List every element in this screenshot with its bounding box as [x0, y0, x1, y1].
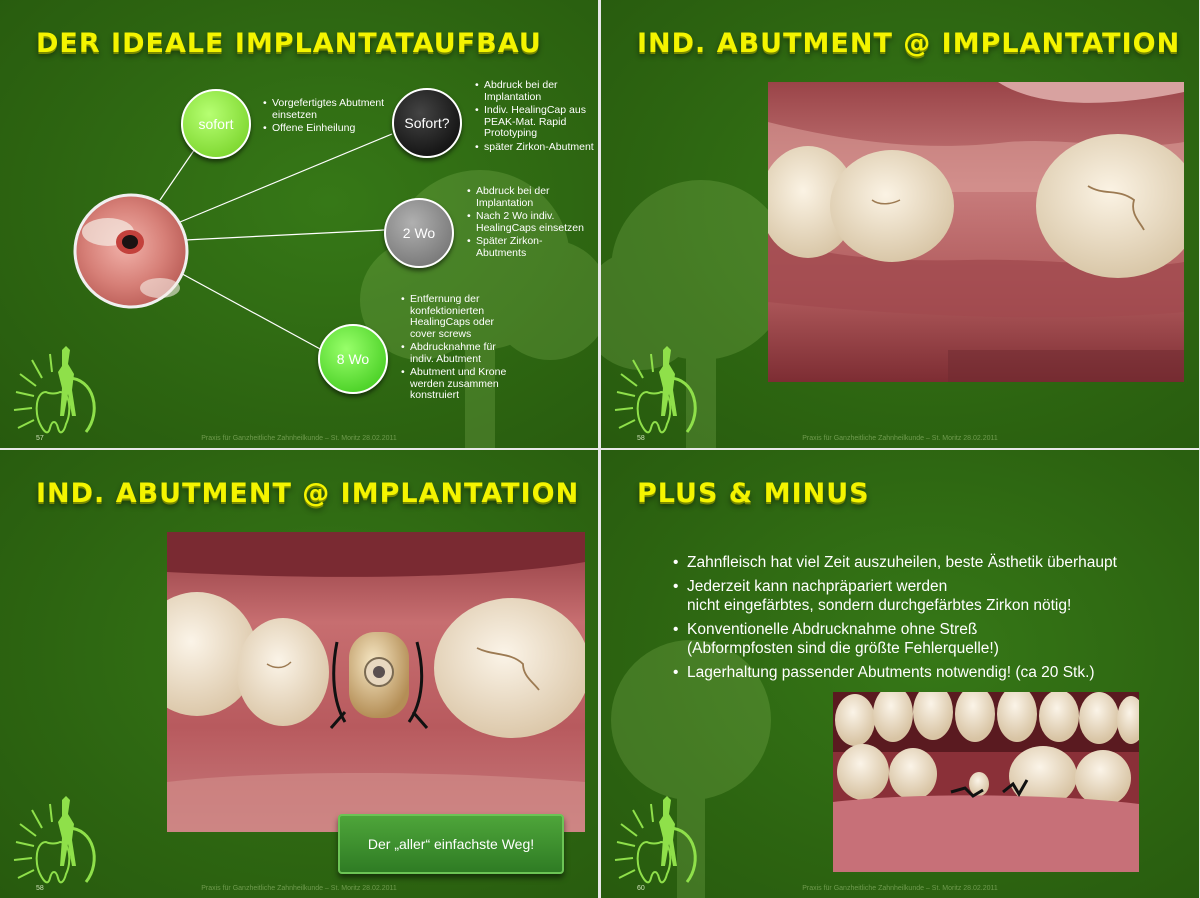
slide-58-b[interactable]: IND. ABUTMENT @ IMPLANTATION Der „aller“…	[0, 450, 598, 898]
pro-contra-list: Zahnfleisch hat viel Zeit auszuheilen, b…	[673, 553, 1117, 687]
node-2wo: 2 Wo	[384, 198, 454, 268]
tooth-figure-logo-icon	[13, 346, 96, 434]
slide-footer: Praxis für Ganzheitliche Zahnheilkunde –…	[201, 885, 397, 892]
tooth-figure-logo-icon	[13, 796, 96, 884]
page-number: 58	[637, 435, 645, 442]
node-sofort-bullets: Vorgefertigtes Abutment einsetzenOffene …	[262, 97, 392, 137]
node-label: 2 Wo	[402, 225, 436, 241]
node-2wo-bullets: Abdruck bei der ImplantationNach 2 Wo in…	[466, 185, 586, 261]
list-item: Lagerhaltung passender Abutments notwend…	[673, 663, 1117, 682]
slide-title: IND. ABUTMENT @ IMPLANTATION	[637, 28, 1181, 59]
tree-watermark-icon	[601, 180, 791, 448]
intraoral-photo-gap	[768, 82, 1184, 382]
slide-58-a[interactable]: IND. ABUTMENT @ IMPLANTATION 58 Praxis f…	[601, 0, 1199, 448]
list-item: Zahnfleisch hat viel Zeit auszuheilen, b…	[673, 553, 1117, 572]
node-label: sofort	[198, 116, 234, 132]
intraoral-photo-abutment	[167, 532, 585, 832]
node-sofort: sofort	[181, 89, 251, 159]
page-number: 58	[36, 885, 44, 892]
slide-title: DER IDEALE IMPLANTATAUFBAU	[36, 28, 542, 59]
node-label: Sofort?	[404, 115, 450, 131]
list-item: Jederzeit kann nachpräpariert werdennich…	[673, 577, 1117, 615]
node-label: 8 Wo	[336, 351, 370, 367]
slide-footer: Praxis für Ganzheitliche Zahnheilkunde –…	[802, 885, 998, 892]
page-number: 57	[36, 435, 44, 442]
node-8wo-bullets: Entfernung der konfektionierten HealingC…	[400, 293, 512, 404]
slide-footer: Praxis für Ganzheitliche Zahnheilkunde –…	[802, 435, 998, 442]
connector-lines	[159, 123, 393, 351]
slide-60[interactable]: PLUS & MINUS Zahnfleisch hat viel Zeit a…	[601, 450, 1199, 898]
page-number: 60	[637, 885, 645, 892]
slide-57[interactable]: DER IDEALE IMPLANTATAUFBAU sofort Vorgef…	[0, 0, 598, 448]
callout-box: Der „aller“ einfachste Weg!	[338, 814, 564, 874]
slide-title: IND. ABUTMENT @ IMPLANTATION	[36, 478, 580, 509]
slide-title: PLUS & MINUS	[637, 478, 870, 509]
tooth-figure-logo-icon	[614, 796, 697, 884]
node-8wo: 8 Wo	[318, 324, 388, 394]
slide-footer: Praxis für Ganzheitliche Zahnheilkunde –…	[201, 435, 397, 442]
list-item: Konventionelle Abdrucknahme ohne Streß(A…	[673, 620, 1117, 658]
tooth-figure-logo-icon	[614, 346, 697, 434]
implant-photo-circle	[73, 193, 189, 309]
node-sofort-question: Sofort?	[392, 88, 462, 158]
intraoral-photo-sutures	[833, 692, 1139, 872]
node-sofort-question-bullets: Abdruck bei der ImplantationIndiv. Heali…	[474, 79, 594, 155]
callout-text: Der „aller“ einfachste Weg!	[367, 836, 535, 852]
